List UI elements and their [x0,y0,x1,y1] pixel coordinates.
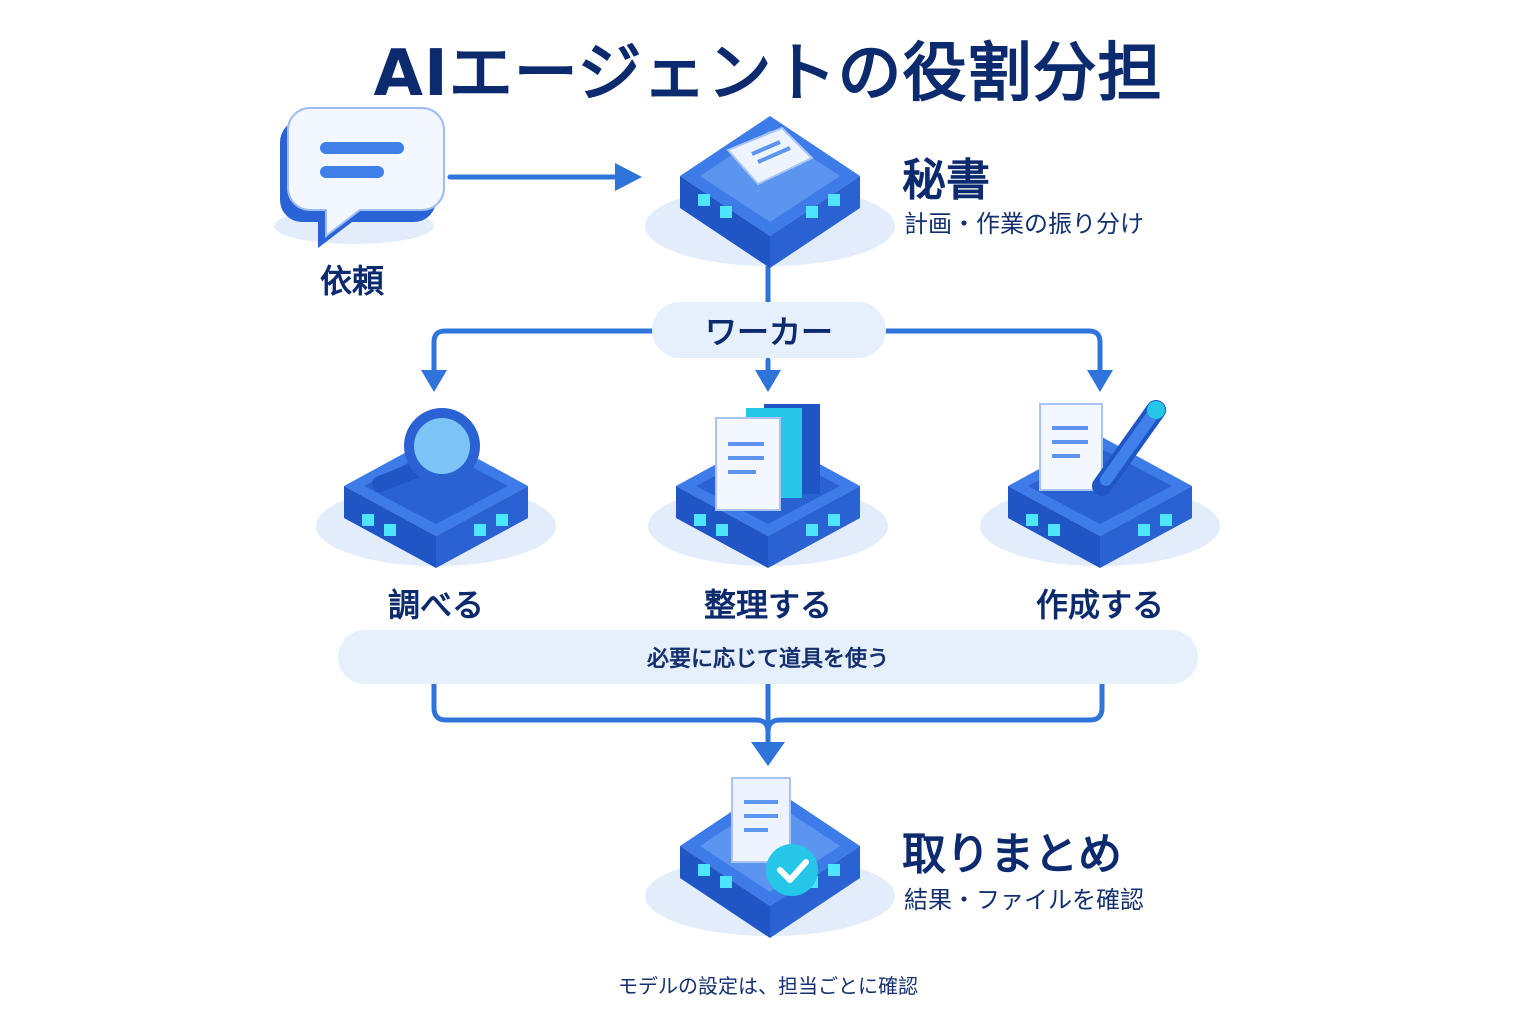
tools-note-pill: 必要に応じて道具を使う [338,630,1198,684]
summary-title: 取りまとめ [902,829,1122,880]
magnifier-icon [372,408,480,492]
connector-workers-left [431,328,655,375]
arrowhead-left [421,370,447,392]
worker-create-label: 作成する [1035,586,1164,624]
research-server-icon [316,408,556,568]
chat-bubble-icon [274,107,445,248]
workers-pill: ワーカー [652,302,886,358]
connector-workers-right [883,328,1103,375]
organize-server-icon [648,404,888,568]
secretary-title: 秘書 [902,155,990,206]
documents-stack-icon [715,404,820,511]
connector-merge-left [431,681,771,748]
arrowhead-center [755,370,781,392]
arrowhead-summary [751,742,785,766]
summary-server-icon [645,777,895,938]
document-icon [726,126,814,186]
connector-merge-right [765,681,1105,735]
checkmark-icon [766,844,818,896]
workers-label: ワーカー [704,313,833,351]
arrowhead-right [1087,370,1113,392]
arrowhead-secretary [615,163,642,191]
create-server-icon [980,400,1220,568]
page-title: AIエージェントの役割分担 [373,37,1163,111]
document-icon [731,777,791,863]
footer-note: モデルの設定は、担当ごとに確認 [618,974,918,998]
tools-note: 必要に応じて道具を使う [646,647,889,672]
summary-description: 結果・ファイルを確認 [904,886,1144,914]
secretary-description: 計画・作業の振り分け [904,210,1144,238]
secretary-server-icon [645,116,895,268]
worker-organize-label: 整理する [703,586,832,624]
request-label: 依頼 [319,262,384,300]
worker-research-label: 調べる [387,586,484,624]
document-pencil-icon [1039,400,1166,496]
